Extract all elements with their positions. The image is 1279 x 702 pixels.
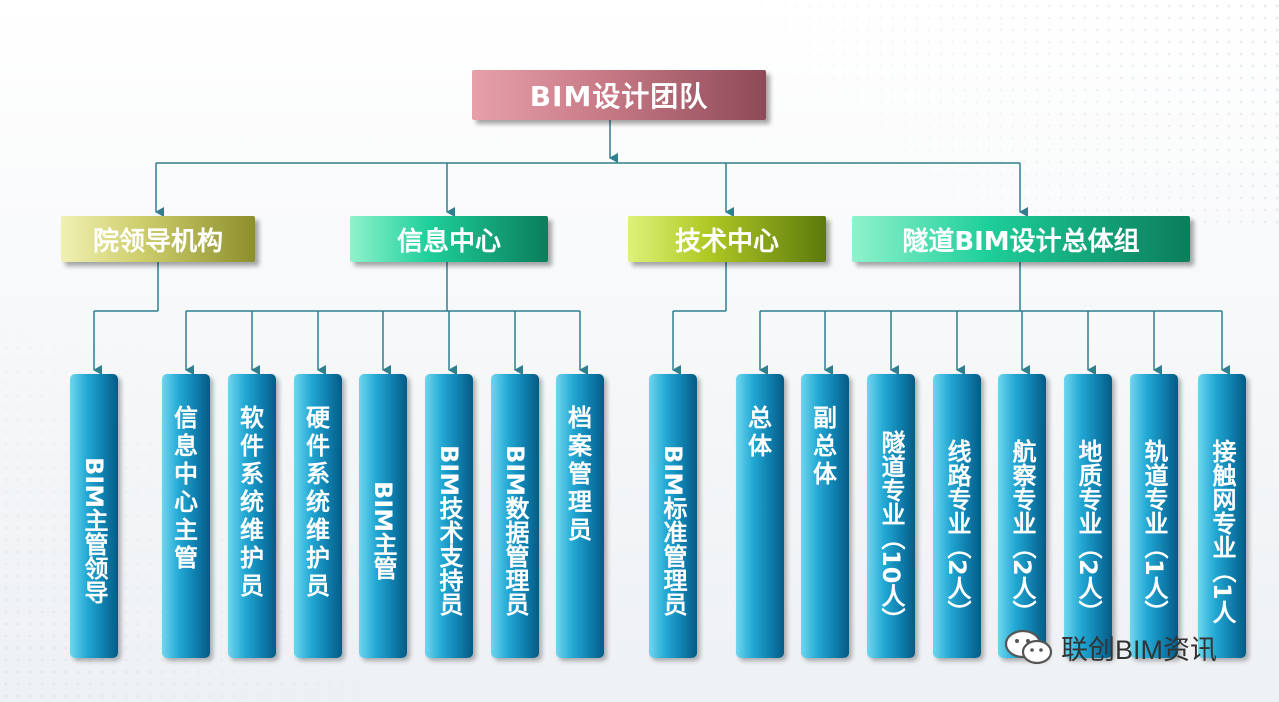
leaf-label: 副总体 xyxy=(813,404,837,488)
leaf-label: 总体 xyxy=(748,404,772,460)
dept-node-leadership: 院领导机构 xyxy=(61,216,255,262)
leaf-node: 总体 xyxy=(736,374,784,658)
leaf-node: 副总体 xyxy=(801,374,849,658)
leaf-label: 硬件系统维护员 xyxy=(306,404,330,600)
dept-node-tech-center: 技术中心 xyxy=(628,216,826,262)
dept-label: 隧道BIM设计总体组 xyxy=(902,226,1140,257)
leaf-node: BIM数据管理员 xyxy=(491,374,539,658)
leaf-label: 接触网专业（1人 xyxy=(1208,438,1236,624)
leaf-label: 隧道专业（10人） xyxy=(877,430,905,632)
leaf-label: 航察专业（2人） xyxy=(1008,438,1036,624)
leaf-node: BIM主管领导 xyxy=(70,374,118,658)
leaf-label: 信息中心主管 xyxy=(174,404,198,572)
leaf-node: 接触网专业（1人 xyxy=(1198,374,1246,658)
leaf-node: 软件系统维护员 xyxy=(228,374,276,658)
leaf-node: 信息中心主管 xyxy=(162,374,210,658)
leaf-node: 硬件系统维护员 xyxy=(294,374,342,658)
leaf-node: 轨道专业（1人） xyxy=(1130,374,1178,658)
leaf-label: BIM主管 xyxy=(369,481,397,581)
dept-label: 信息中心 xyxy=(396,226,501,257)
leaf-node: BIM主管 xyxy=(359,374,407,658)
watermark-text: 联创BIM资讯 xyxy=(1061,634,1218,665)
leaf-node: 航察专业（2人） xyxy=(998,374,1046,658)
leaf-label: 软件系统维护员 xyxy=(240,404,264,600)
watermark: 联创BIM资讯 xyxy=(1003,627,1217,667)
leaf-node: 线路专业（2人） xyxy=(933,374,981,658)
leaf-label: BIM标准管理员 xyxy=(659,445,687,617)
root-node: BIM设计团队 xyxy=(472,70,766,120)
leaf-node: 地质专业（2人） xyxy=(1064,374,1112,658)
leaf-label: BIM技术支持员 xyxy=(435,445,463,617)
leaf-label: 线路专业（2人） xyxy=(943,438,971,624)
dept-node-tunnel-group: 隧道BIM设计总体组 xyxy=(852,216,1190,262)
leaf-node: BIM技术支持员 xyxy=(425,374,473,658)
leaf-label: BIM数据管理员 xyxy=(501,445,529,617)
leaf-label: 档案管理员 xyxy=(568,404,592,544)
dept-node-info-center: 信息中心 xyxy=(350,216,548,262)
leaf-label: BIM主管领导 xyxy=(80,457,108,605)
leaf-node: BIM标准管理员 xyxy=(649,374,697,658)
dept-label: 院领导机构 xyxy=(92,226,223,257)
leaf-node: 隧道专业（10人） xyxy=(867,374,915,658)
leaf-node: 档案管理员 xyxy=(556,374,604,658)
wechat-icon xyxy=(1003,629,1055,665)
root-label: BIM设计团队 xyxy=(529,80,709,113)
leaf-label: 轨道专业（1人） xyxy=(1140,438,1168,624)
leaf-label: 地质专业（2人） xyxy=(1074,438,1102,624)
dept-label: 技术中心 xyxy=(674,226,779,257)
